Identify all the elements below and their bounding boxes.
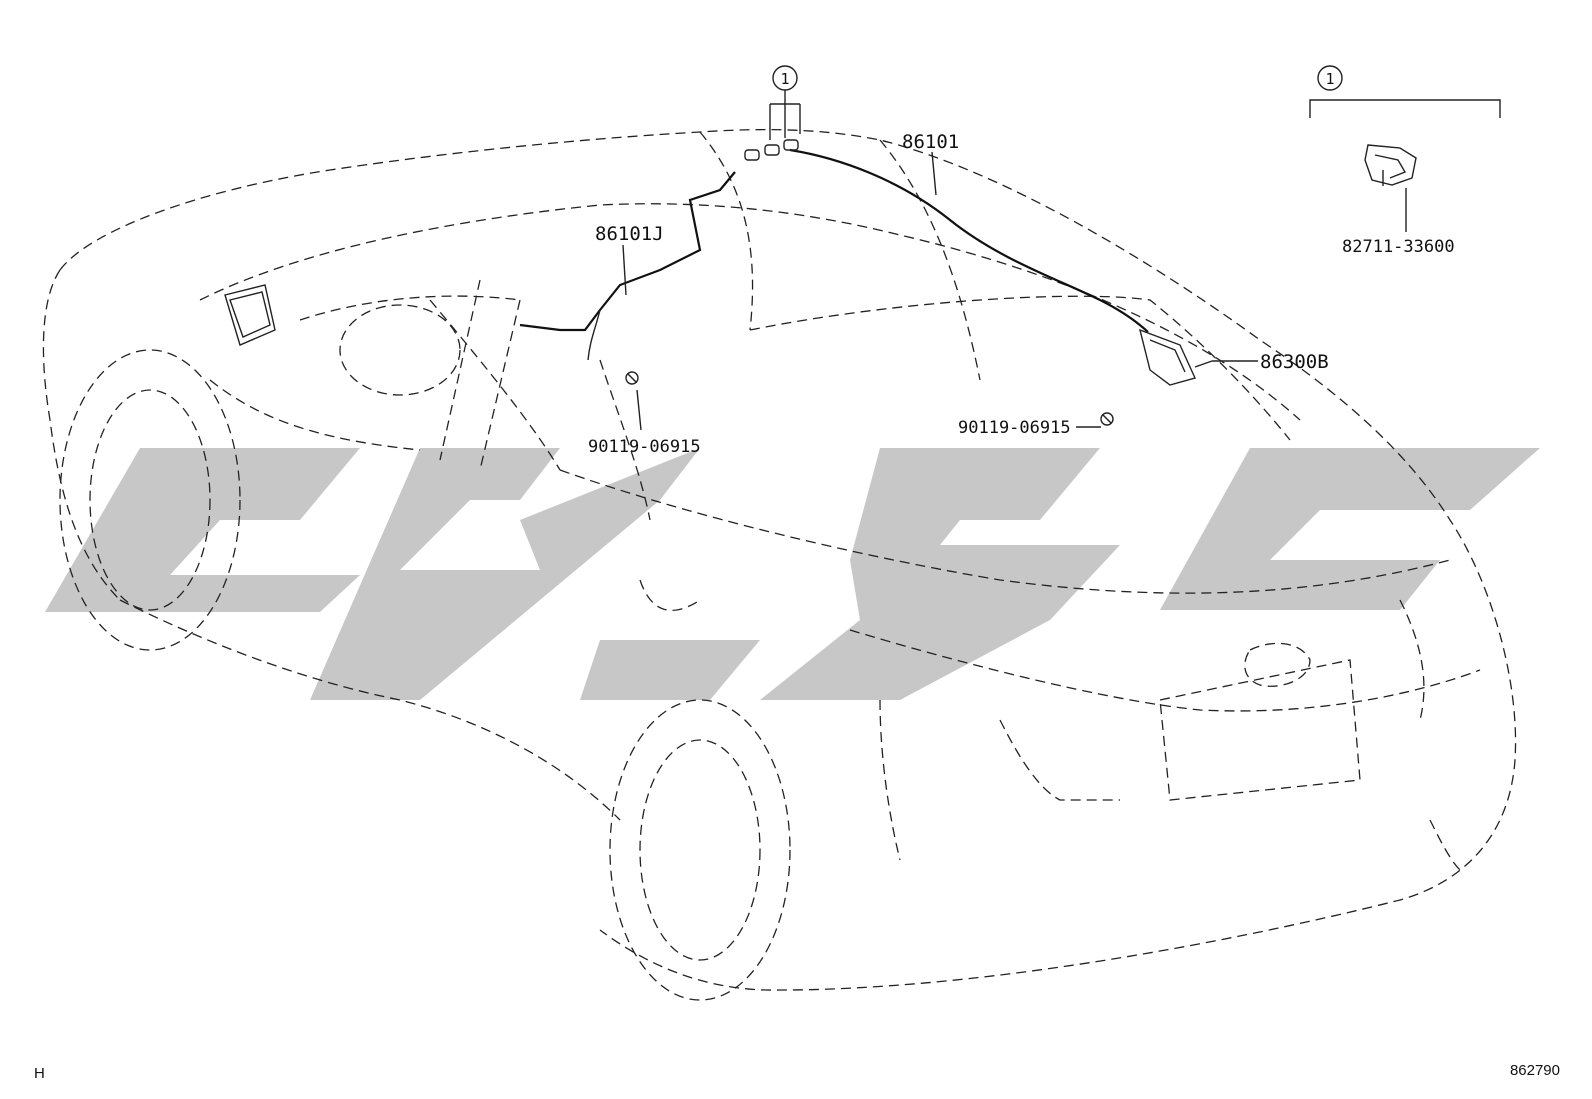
diagram-number: 862790 [1510,1062,1560,1079]
ref-callout-center: 1 [772,65,798,91]
label-86300B: 86300B [1260,351,1329,373]
label-bolt-right: 90119-06915 [958,418,1071,438]
bolt-right-icon [1100,412,1114,426]
ref-callout-center-text: 1 [780,70,789,88]
antenna-cord [519,139,1149,361]
leader-lines [622,90,1501,431]
footer-left-code: H [34,1065,45,1082]
antenna-amplifier [1138,328,1196,386]
label-clip-part: 82711-33600 [1342,237,1455,257]
label-86101J: 86101J [595,223,664,245]
label-bolt-left: 90119-06915 [588,437,701,457]
car-outline [42,128,1517,1001]
label-86101: 86101 [902,131,959,153]
ref-callout-right-text: 1 [1325,70,1334,88]
watermark-logo [45,448,1540,700]
ref-callout-right: 1 [1317,65,1343,91]
wire-clip-icon [1364,144,1417,186]
bolt-left-icon [625,371,639,385]
